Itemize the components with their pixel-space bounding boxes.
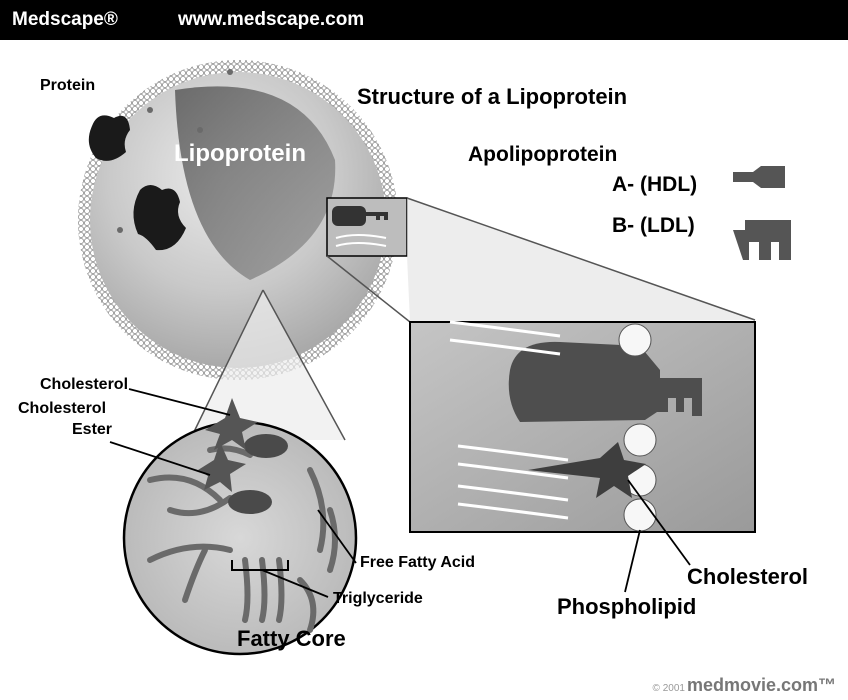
triglyceride-label: Triglyceride [333, 590, 423, 608]
apo-a-hdl-icon [733, 166, 785, 188]
membrane-panel [410, 322, 755, 532]
brand-label: Medscape® [12, 9, 118, 31]
apo-a-label: A- (HDL) [612, 173, 697, 197]
free-fatty-acid-label: Free Fatty Acid [360, 554, 475, 572]
diagram-title: Structure of a Lipoprotein [357, 84, 627, 110]
phospholipid-label: Phospholipid [557, 594, 696, 620]
lipoprotein-diagram [0, 40, 848, 700]
lipoprotein-label: Lipoprotein [174, 140, 306, 168]
apo-b-ldl-icon [733, 220, 791, 260]
copyright-text: © 2001 [653, 683, 685, 694]
zoom-box-small [327, 198, 407, 256]
cholesterol-ester-label-2: Ester [72, 421, 112, 439]
fatty-core-label: Fatty Core [237, 626, 346, 652]
apolipoprotein-label: Apolipoprotein [468, 143, 617, 167]
url-label: www.medscape.com [178, 9, 364, 31]
cholesterol-ester-label-1: Cholesterol [18, 400, 106, 418]
header-bar: Medscape® www.medscape.com [0, 0, 848, 40]
protein-label: Protein [40, 77, 95, 95]
apo-b-label: B- (LDL) [612, 214, 695, 238]
medmovie-brand: medmovie.com™ [687, 675, 836, 695]
cholesterol-membrane-label: Cholesterol [687, 564, 808, 590]
cholesterol-core-label: Cholesterol [40, 376, 128, 394]
